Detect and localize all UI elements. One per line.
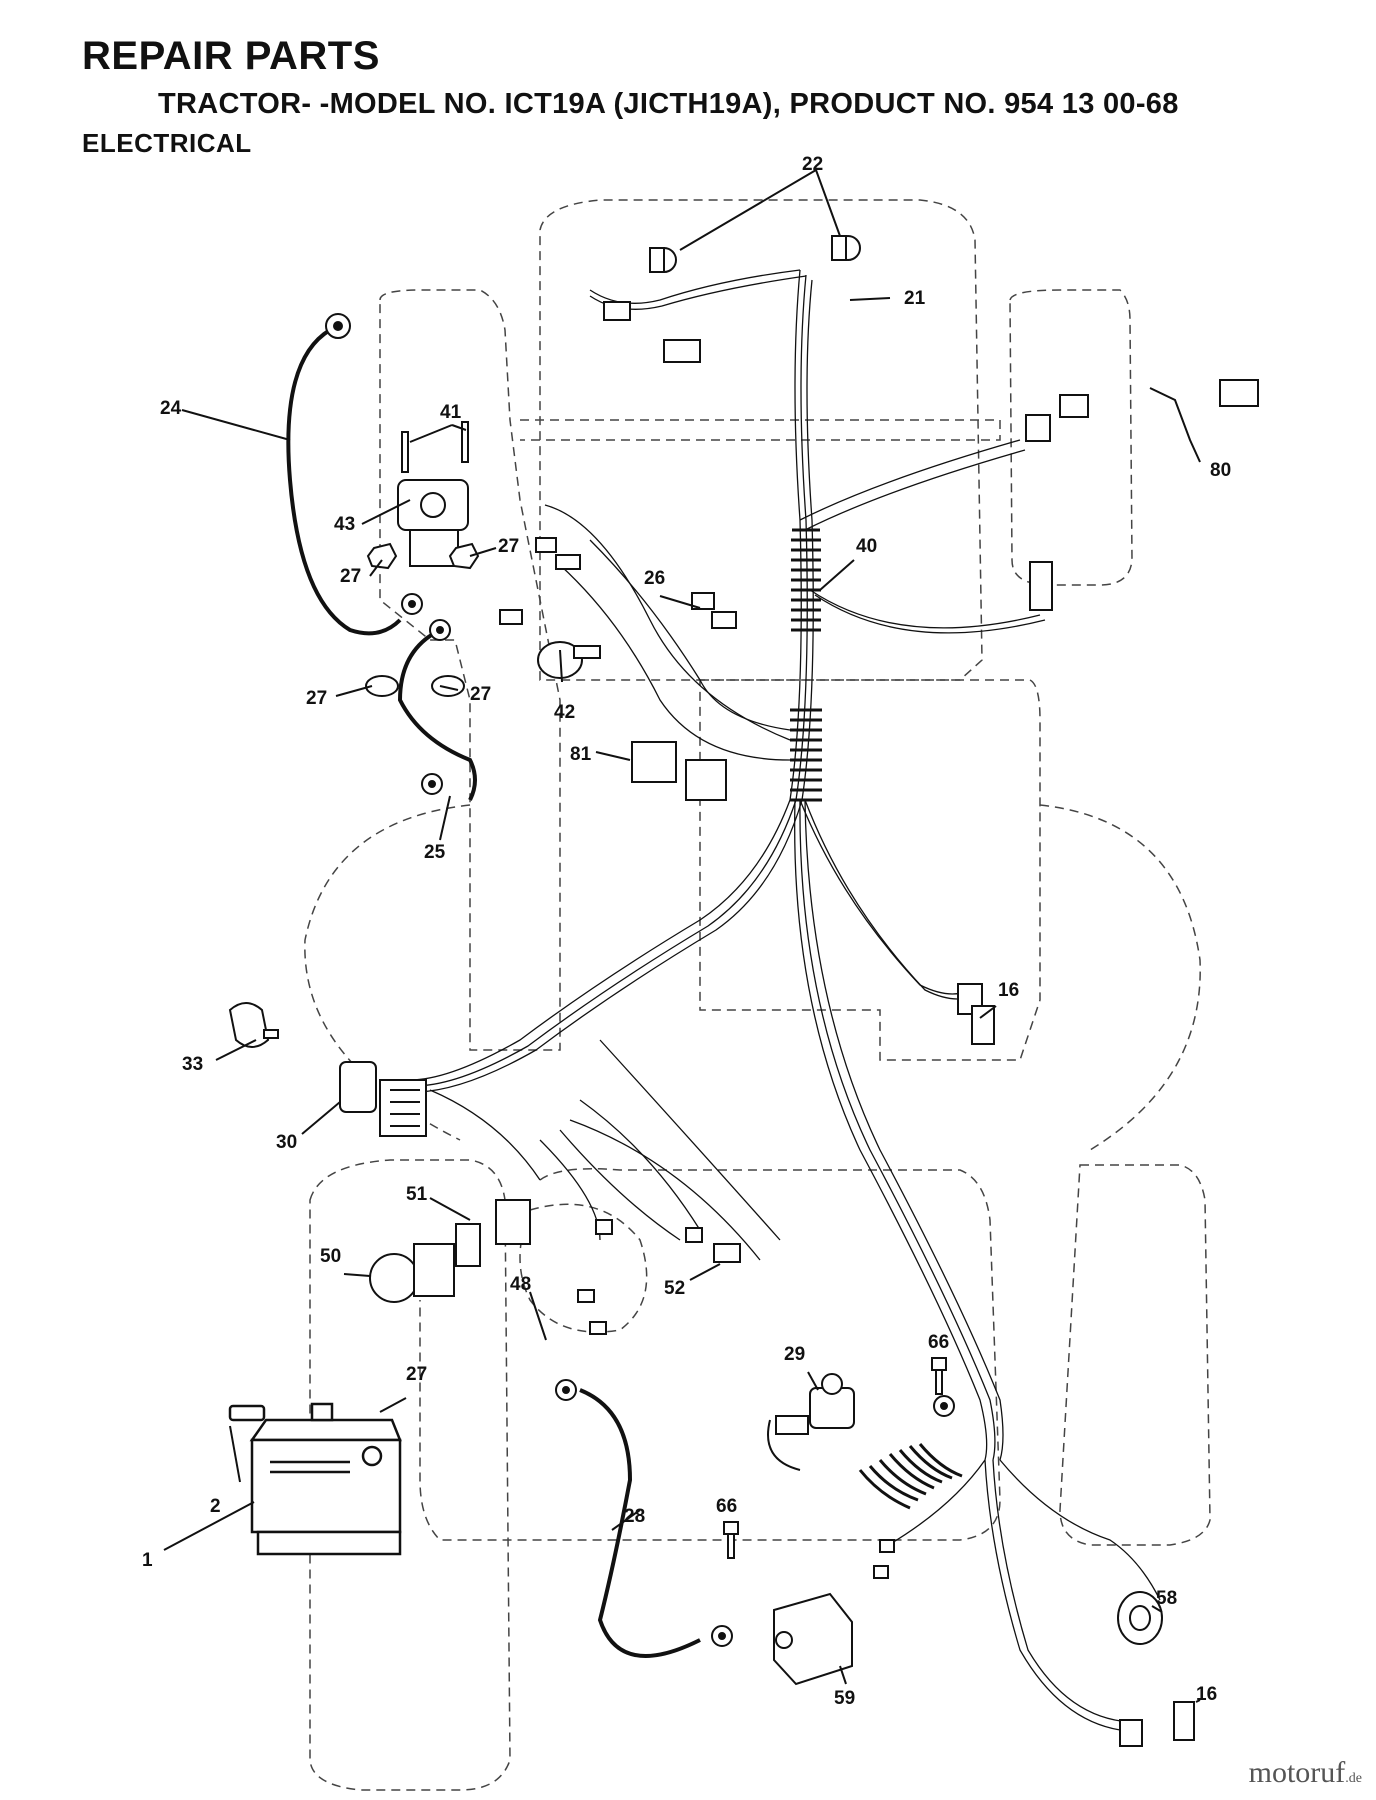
key (228, 1002, 279, 1048)
callout-27-d: 27 (470, 684, 491, 705)
callout-26: 26 (644, 568, 665, 589)
callout-33: 33 (182, 1054, 203, 1075)
callout-48: 48 (510, 1274, 531, 1295)
relay (631, 741, 727, 801)
callout-80: 80 (1210, 460, 1231, 481)
callout-42: 42 (554, 702, 575, 723)
callout-52: 52 (664, 1278, 685, 1299)
callout-1: 1 (142, 1550, 153, 1571)
callout-labels: 22 21 24 41 80 43 27 27 40 26 27 27 42 8… (142, 154, 1231, 1709)
ignition-module (773, 1592, 853, 1686)
watermark-suffix: .de (1345, 1771, 1362, 1786)
callout-16-b: 16 (1196, 1684, 1217, 1705)
callout-25: 25 (424, 842, 446, 863)
callout-66-b: 66 (716, 1496, 737, 1517)
callout-51: 51 (406, 1184, 428, 1205)
callout-41: 41 (440, 402, 462, 423)
callout-27-e: 27 (406, 1364, 427, 1385)
callout-27-a: 27 (498, 536, 519, 557)
callout-27-b: 27 (340, 566, 361, 587)
callout-66-a: 66 (928, 1332, 949, 1353)
section-heading: ELECTRICAL (82, 128, 252, 158)
ignition-switch (339, 1061, 427, 1137)
callout-29: 29 (784, 1344, 805, 1365)
watermark-brand: motoruf (1248, 1756, 1346, 1789)
callout-24: 24 (160, 398, 182, 419)
seat-switch (767, 1373, 855, 1471)
watermark: motoruf.de (1249, 1756, 1362, 1790)
callout-50: 50 (320, 1246, 341, 1267)
coiled-loom (790, 528, 963, 1510)
battery (228, 1402, 402, 1556)
callout-81: 81 (570, 744, 592, 765)
callout-27-c: 27 (306, 688, 327, 709)
callout-2: 2 (210, 1496, 221, 1517)
callout-22: 22 (802, 154, 823, 175)
pto-switch (369, 1199, 531, 1303)
nuts (365, 542, 480, 697)
battery-cables (286, 328, 701, 1658)
callout-59: 59 (834, 1688, 855, 1709)
headlight-bulbs (649, 235, 861, 273)
tractor-outline (304, 199, 1211, 1791)
solenoid (397, 421, 469, 567)
alarm (1117, 1591, 1163, 1645)
terminal-sleeve (537, 641, 601, 679)
leader-lines (163, 169, 1201, 1703)
page-title: REPAIR PARTS (82, 34, 380, 78)
model-subtitle: TRACTOR- -MODEL NO. ICT19A (JICTH19A), P… (158, 88, 1179, 120)
callout-28: 28 (624, 1506, 645, 1527)
callout-21: 21 (904, 288, 926, 309)
callout-43: 43 (334, 514, 355, 535)
bolts (723, 1357, 947, 1559)
callout-16-a: 16 (998, 980, 1019, 1001)
callout-40: 40 (856, 536, 877, 557)
callout-58: 58 (1156, 1588, 1177, 1609)
connectors (499, 301, 1259, 1747)
callout-30: 30 (276, 1132, 297, 1153)
ring-terminals (325, 313, 955, 1647)
wiring-harness (409, 269, 1161, 1731)
